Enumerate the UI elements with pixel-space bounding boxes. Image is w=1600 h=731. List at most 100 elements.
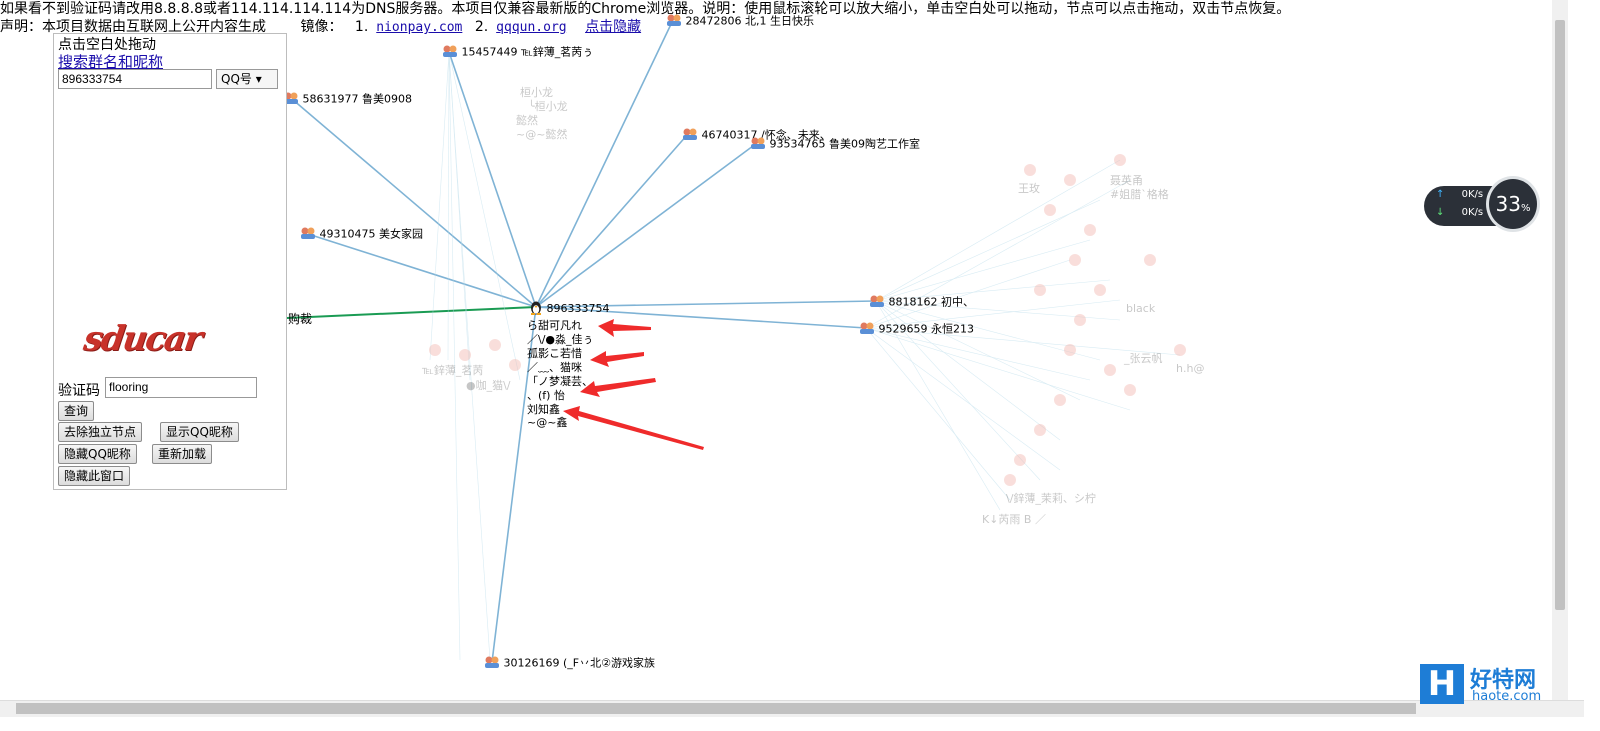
nickname: ／\/●淼_佳ぅ xyxy=(527,333,594,346)
faint-label: K↓芮雨 B ／ xyxy=(982,513,1046,526)
nickname: 孤影こ若惜 xyxy=(527,347,582,360)
edge-58631977 xyxy=(291,98,537,308)
edge-8818162 xyxy=(535,300,877,308)
vertical-scroll-thumb[interactable] xyxy=(1555,20,1565,610)
group-node-label: 28472806 北,1 生日快乐 xyxy=(685,14,814,28)
watermark-domain: haote.com xyxy=(1472,689,1542,704)
group-node[interactable]: 58631977 鲁美0908 xyxy=(283,91,412,108)
memory-gauge[interactable]: 33% xyxy=(1486,176,1540,232)
verify-label: 验证码 xyxy=(58,383,100,399)
edge-93534765 xyxy=(535,142,758,308)
watermark-logo-icon: H xyxy=(1420,664,1464,704)
faint-label: black xyxy=(1126,302,1156,315)
faint-node-cluster-left xyxy=(429,339,521,371)
nickname: 刘知鑫 xyxy=(527,403,560,416)
query-button[interactable]: 查询 xyxy=(58,401,95,421)
upload-speed: 0K/s xyxy=(1461,189,1484,200)
hide-link[interactable]: 点击隐藏 xyxy=(585,19,642,35)
nickname: ／﹏、猫咪 xyxy=(527,361,582,374)
mirror2-num: 2. xyxy=(474,19,489,35)
faint-label: \/鋅薄_茉莉、シ柠 xyxy=(1006,492,1096,505)
group-icon xyxy=(682,127,698,144)
group-node-label: 46740317 /怀念、未来、 xyxy=(701,128,831,142)
faint-label: ~@~懿然 xyxy=(516,128,568,141)
group-icon xyxy=(750,136,766,153)
group-node[interactable]: 46740317 /怀念、未来、 xyxy=(682,127,831,144)
mirror-label: 镜像： xyxy=(300,19,343,35)
hide-window-button[interactable]: 隐藏此窗口 xyxy=(58,466,131,486)
arrow-2 xyxy=(590,351,644,367)
group-node-label: 30126169 (_F丷北②游戏家族 xyxy=(503,656,655,670)
group-node-label: 49310475 美女家园 xyxy=(319,227,424,241)
group-node-label: 9529659 永恒213 xyxy=(878,322,974,336)
horizontal-scrollbar[interactable] xyxy=(0,700,1584,717)
group-node-label: 93534765 鲁美09陶艺工作室 xyxy=(769,137,920,151)
verify-code-input[interactable]: flooring xyxy=(105,377,257,398)
faint-label: 桓小龙 xyxy=(520,86,553,99)
faint-label: ●咖_猫\/ xyxy=(466,379,511,392)
group-node-label: 15457449 ℡鋅薄_茗苪ぅ xyxy=(461,45,594,59)
qq-number-input[interactable]: 896333754 xyxy=(58,69,212,89)
group-icon xyxy=(859,321,875,338)
dns-notice: 如果看不到验证码请改用8.8.8.8或者114.114.114.114为DNS服… xyxy=(0,1,1291,17)
edge-49310475 xyxy=(307,233,537,308)
search-group-link[interactable]: 搜索群名和昵称 xyxy=(58,53,164,71)
mirror2-link[interactable]: qqqun.org xyxy=(496,20,567,35)
group-node[interactable]: 93534765 鲁美09陶艺工作室 xyxy=(750,136,920,153)
download-arrow-icon: ↓ xyxy=(1436,207,1445,218)
captcha-image[interactable]: sducar xyxy=(81,319,204,359)
faint-label: ╰桓小龙 xyxy=(528,100,568,113)
faint-label: h.h@ xyxy=(1176,362,1205,375)
remove-isolated-button[interactable]: 去除独立节点 xyxy=(58,422,143,442)
faint-label: 聂英甬 xyxy=(1110,174,1143,187)
group-icon xyxy=(300,226,316,243)
group-icon xyxy=(869,294,885,311)
group-node[interactable]: 49310475 美女家园 xyxy=(300,226,423,243)
gauge-unit: % xyxy=(1520,203,1531,214)
gauge-percent: 33 xyxy=(1495,192,1521,216)
mirror1-link[interactable]: nionpay.com xyxy=(376,20,463,35)
reload-button[interactable]: 重新加载 xyxy=(152,444,213,464)
site-watermark: H 好特网 haote.com xyxy=(1420,662,1590,712)
group-node-label: 58631977 鲁美0908 xyxy=(302,92,412,106)
drag-hint[interactable]: 点击空白处拖动 xyxy=(58,37,156,53)
penguin-icon xyxy=(529,300,543,318)
edge-9529659 xyxy=(535,306,867,329)
arrow-4 xyxy=(563,406,704,450)
horizontal-scroll-thumb[interactable] xyxy=(16,703,1416,714)
mirror1-num: 1. xyxy=(354,19,369,35)
edge-28472806 xyxy=(535,19,674,308)
hide-nickname-button[interactable]: 隐藏QQ昵称 xyxy=(58,444,137,464)
vertical-scrollbar[interactable] xyxy=(1552,0,1568,700)
declaration-text: 声明：本项目数据由互联网上公开内容生成 xyxy=(0,19,266,35)
group-node[interactable]: 8818162 初中、 xyxy=(869,294,974,311)
edge-46740317 xyxy=(535,133,689,308)
group-node[interactable]: 28472806 北,1 生日快乐 xyxy=(666,13,814,30)
arrow-1 xyxy=(598,319,651,337)
nickname: ら甜可凡れ xyxy=(527,319,582,332)
group-node[interactable]: 30126169 (_F丷北②游戏家族 xyxy=(484,655,655,672)
nickname: 、(f) 怡 xyxy=(527,389,565,402)
show-nickname-button[interactable]: 显示QQ昵称 xyxy=(160,422,239,442)
group-icon xyxy=(666,13,682,30)
group-node-partial[interactable]: 购裁 xyxy=(288,313,312,326)
nickname: 「ノ梦凝芸、 xyxy=(527,375,593,388)
center-qq-node[interactable]: 896333754 xyxy=(529,300,610,318)
group-node[interactable]: 15457449 ℡鋅薄_茗苪ぅ xyxy=(442,44,593,61)
group-node[interactable]: 9529659 永恒213 xyxy=(859,321,974,338)
group-node-label: 8818162 初中、 xyxy=(888,295,975,309)
control-panel[interactable]: 点击空白处拖动 搜索群名和昵称 896333754 QQ号 ▾ sducar 验… xyxy=(53,33,287,490)
upload-arrow-icon: ↑ xyxy=(1436,189,1445,200)
edge-30126169 xyxy=(491,306,537,663)
edge-green xyxy=(286,306,537,319)
faint-node-cluster xyxy=(1004,154,1186,486)
center-node-label: 896333754 xyxy=(546,302,610,315)
group-node-label: 购裁 xyxy=(288,312,313,326)
group-icon xyxy=(442,44,458,61)
faint-label: ℡鋅薄_茗苪 xyxy=(422,364,484,377)
group-icon xyxy=(484,655,500,672)
search-type-select[interactable]: QQ号 ▾ xyxy=(216,69,278,89)
watermark-title: 好特网 xyxy=(1470,668,1537,693)
arrow-3 xyxy=(580,378,656,397)
